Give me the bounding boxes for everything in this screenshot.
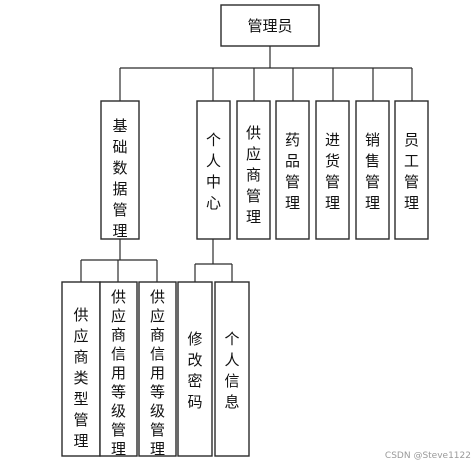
module-personal: 个人中心 [196, 100, 231, 240]
module-sales-label: 销售管理 [365, 131, 380, 212]
module-purchase: 进货管理 [315, 100, 350, 240]
module-basic: 基础数据管理 [100, 100, 140, 240]
module-basic-label: 基础数据管理 [112, 117, 127, 240]
module-nodes: 基础数据管理 个人中心 供应商管理 药品管理 进货管理 销售管理 员工管理 [100, 100, 429, 240]
child-change-password: 修改密码 [177, 281, 213, 457]
child-supplier-type-label: 供应商类型管理 [73, 306, 88, 450]
module-medicine: 药品管理 [275, 100, 310, 240]
child-supplier-credit-level-label: 供应商信用等级管理 [111, 288, 126, 458]
personal-center-children: 修改密码 个人信息 [177, 281, 250, 457]
child-change-password-label: 修改密码 [187, 330, 202, 411]
module-supplier-label: 供应商管理 [246, 124, 261, 226]
module-staff: 员工管理 [394, 100, 429, 240]
child-credit-level-label: 供应商信用等级管理 [150, 288, 165, 458]
module-medicine-label: 药品管理 [285, 131, 300, 212]
child-supplier-type: 供应商类型管理 [61, 281, 101, 457]
module-sales: 销售管理 [355, 100, 390, 240]
module-personal-label: 个人中心 [206, 131, 221, 212]
root-label: 管理员 [247, 17, 292, 35]
child-personal-info: 个人信息 [214, 281, 250, 457]
module-staff-label: 员工管理 [404, 131, 419, 212]
basic-data-children: 供应商类型管理 供应商信用等级管理 供应商信用等级管理 [61, 281, 177, 458]
child-credit-level: 供应商信用等级管理 [138, 281, 177, 458]
connectors [80, 46, 413, 282]
child-supplier-credit-level: 供应商信用等级管理 [99, 281, 138, 458]
watermark: CSDN @Steve1122 [384, 451, 471, 461]
module-purchase-label: 进货管理 [325, 131, 340, 212]
root-node: 管理员 [220, 4, 320, 47]
child-personal-info-label: 个人信息 [224, 330, 239, 411]
module-supplier: 供应商管理 [236, 100, 271, 240]
